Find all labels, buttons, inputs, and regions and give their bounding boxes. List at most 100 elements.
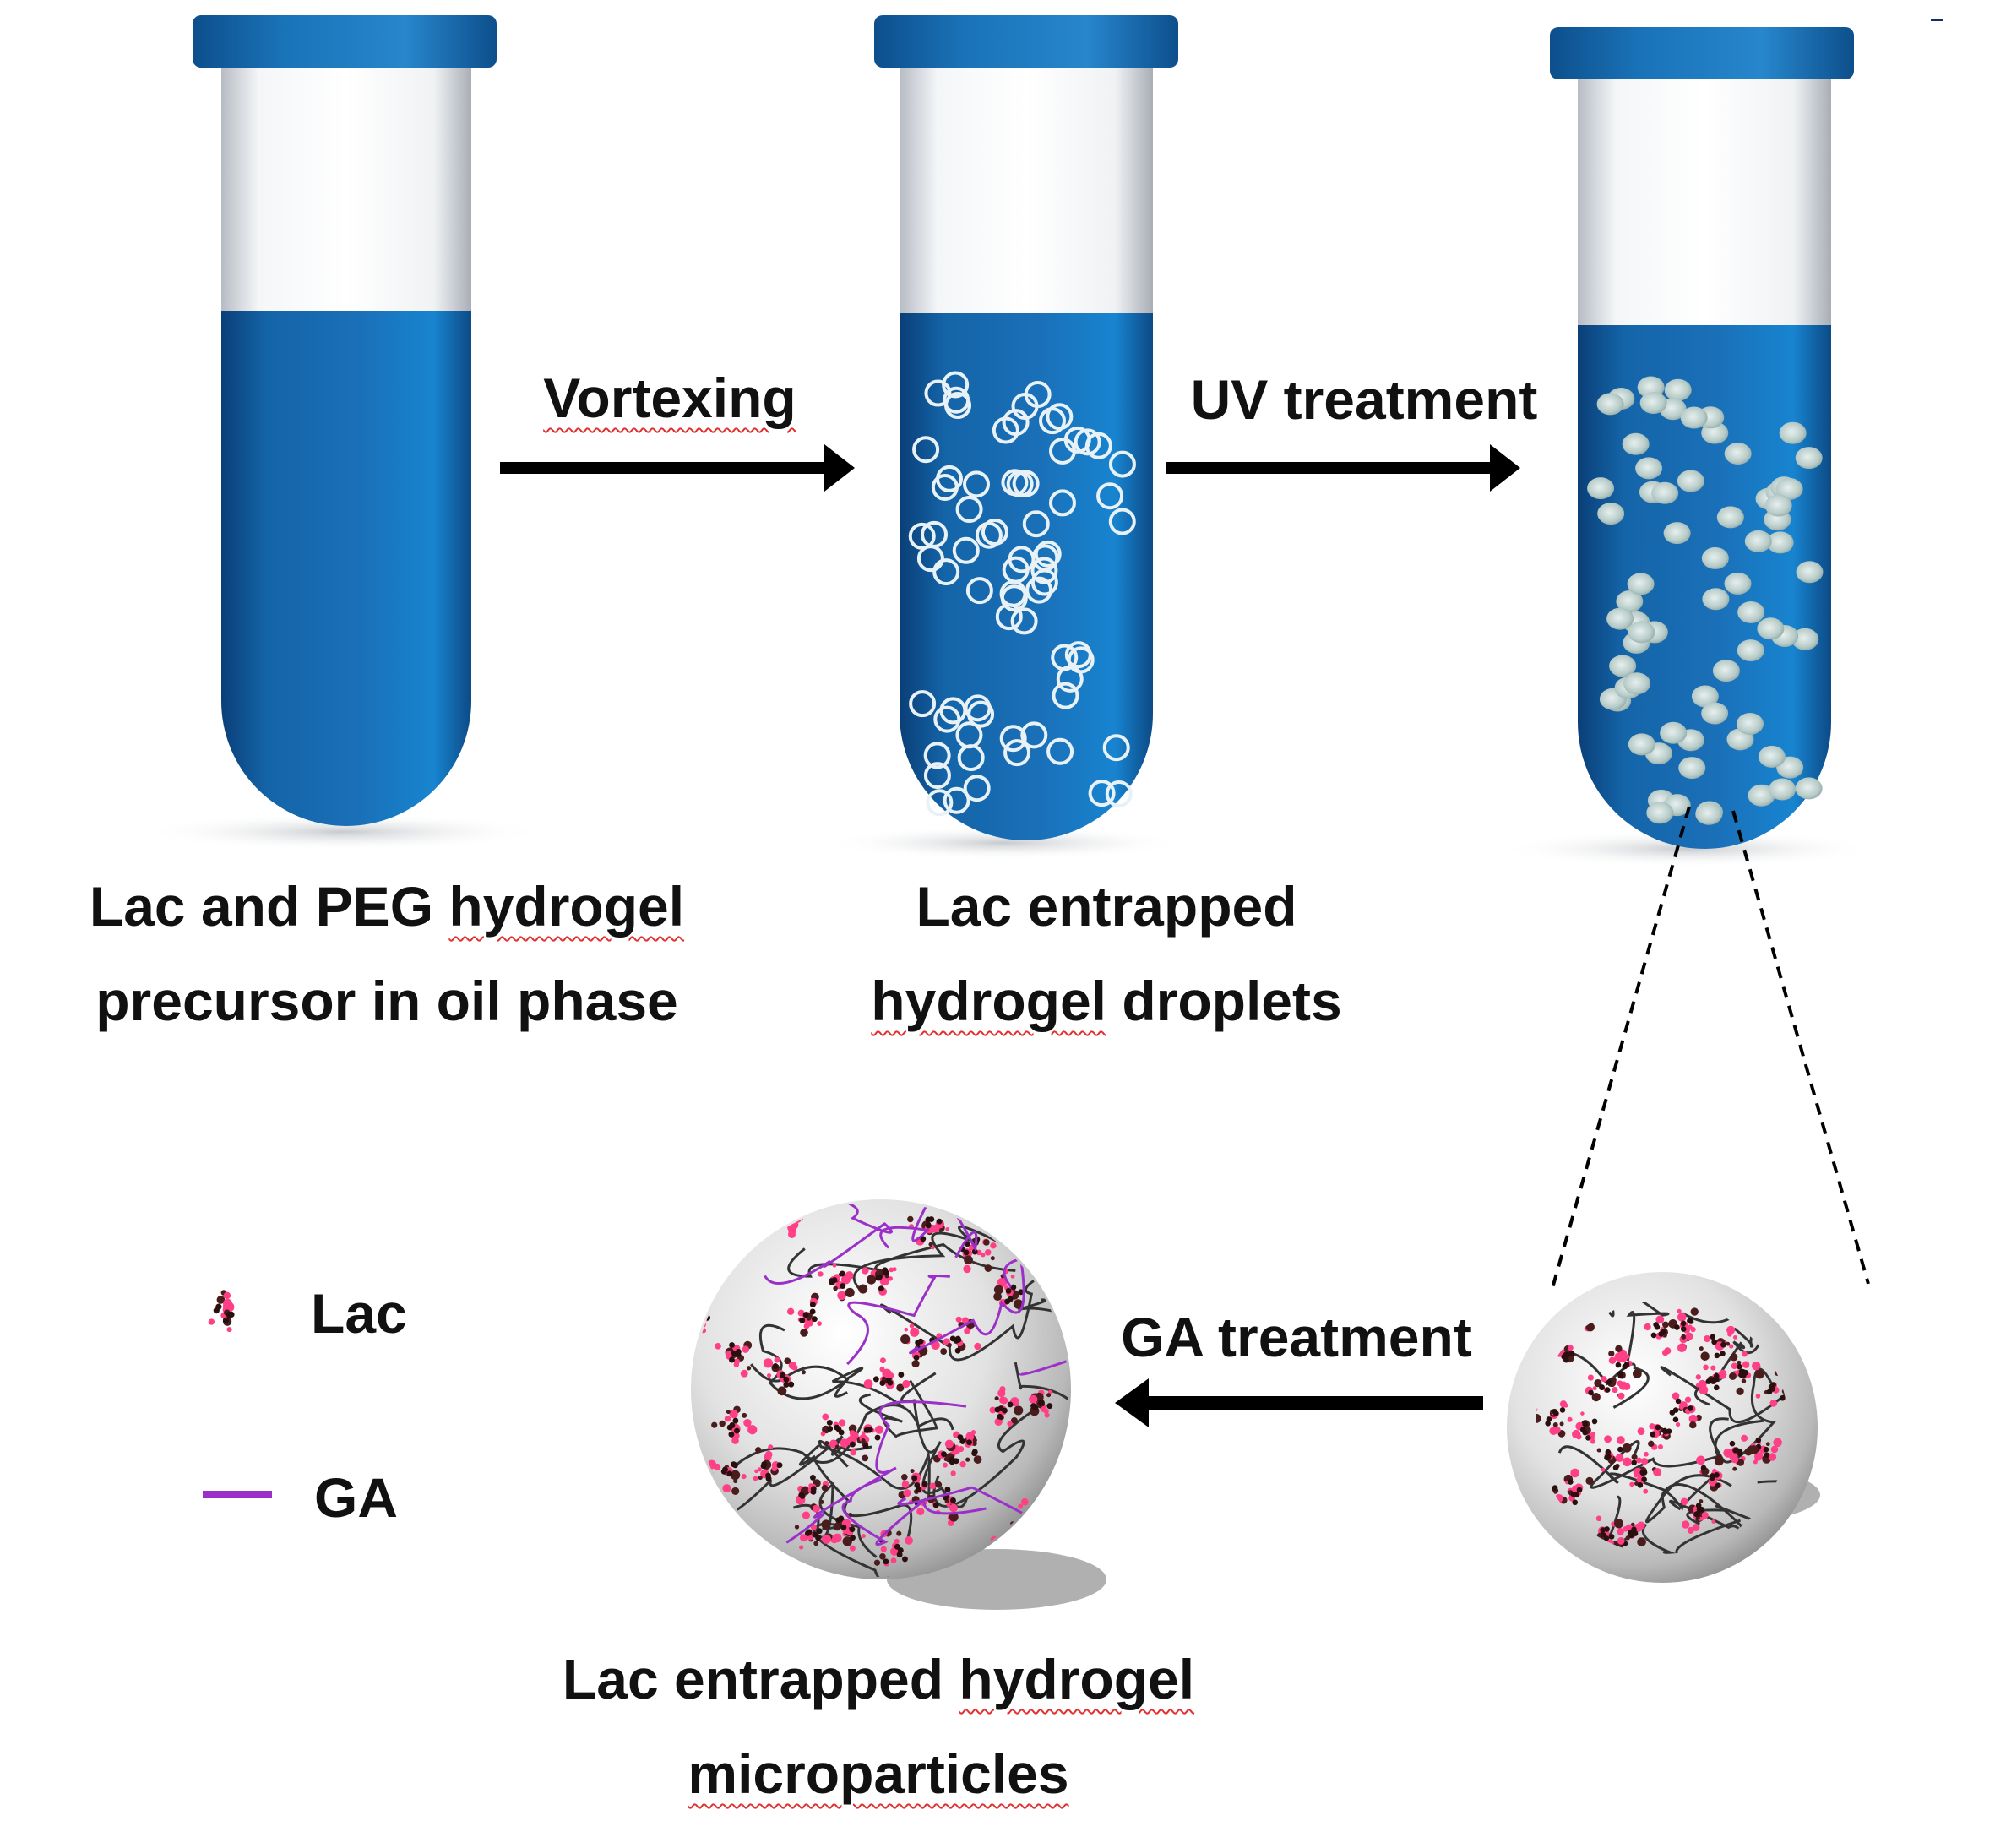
cured-droplet — [1606, 607, 1634, 630]
cured-droplet — [1702, 588, 1730, 611]
corner-mark — [1931, 19, 1943, 21]
cured-droplet — [1712, 660, 1740, 682]
tube-glass — [900, 63, 1153, 334]
droplet — [963, 775, 991, 802]
cured-droplet — [1663, 522, 1691, 545]
cured-droplet — [1628, 621, 1655, 644]
droplet — [909, 690, 937, 718]
cured-droplet — [1664, 378, 1692, 401]
cured-droplet — [1587, 477, 1615, 500]
cured-droplet — [1623, 672, 1651, 695]
tube-droplets — [822, 15, 1185, 860]
cured-droplet — [1769, 778, 1797, 801]
droplet — [1102, 734, 1130, 762]
caption-precursor: Lac and PEG hydrogel precursor in oil ph… — [89, 875, 685, 1032]
step-label-ga: GA treatment — [1121, 1306, 1472, 1368]
droplet — [912, 436, 940, 464]
cured-droplet-group — [1587, 376, 1824, 825]
cured-droplet — [1796, 561, 1824, 584]
cured-droplet — [1775, 477, 1803, 500]
tube-glass — [1578, 68, 1831, 338]
droplet — [1030, 568, 1058, 596]
cured-droplet — [1757, 617, 1785, 640]
cured-droplet — [1660, 721, 1688, 744]
cured-droplet — [1627, 573, 1655, 595]
droplet — [943, 386, 970, 414]
droplet — [1064, 641, 1092, 669]
cured-droplet — [1795, 447, 1823, 470]
cured-droplet — [1695, 802, 1723, 825]
droplet — [964, 694, 992, 722]
tube-cap — [193, 15, 497, 68]
droplet — [1096, 482, 1124, 510]
cured-droplet — [1646, 802, 1674, 824]
droplet — [1052, 682, 1079, 709]
tube-precursor — [140, 15, 546, 851]
cured-droplet — [1737, 601, 1765, 624]
droplet — [908, 522, 936, 550]
cured-droplet — [1616, 590, 1644, 613]
cured-droplet — [1791, 628, 1819, 650]
droplet — [926, 789, 954, 817]
cured-droplet — [1635, 457, 1663, 480]
cured-droplet — [1628, 733, 1655, 756]
tube-liquid — [221, 311, 471, 826]
droplet — [933, 705, 961, 733]
droplet — [932, 558, 960, 586]
droplet — [963, 470, 991, 498]
droplet — [1034, 540, 1062, 568]
droplet — [1108, 450, 1136, 478]
droplet — [1074, 428, 1101, 456]
droplet — [923, 742, 951, 769]
droplet — [942, 371, 970, 399]
droplet — [1010, 607, 1038, 635]
cured-droplet — [1724, 572, 1752, 595]
droplet — [921, 520, 949, 548]
droplet — [999, 725, 1027, 753]
arrow-vortexing — [500, 444, 855, 492]
droplet — [1084, 432, 1112, 459]
droplet — [1006, 470, 1034, 498]
legend-label-ga: GA — [314, 1466, 398, 1529]
tube-shadow — [140, 813, 546, 851]
cured-droplet — [1596, 393, 1624, 416]
legend-label-lac: Lac — [311, 1282, 407, 1345]
tube-shadow — [822, 826, 1185, 860]
droplet — [943, 786, 970, 814]
cured-droplet — [1677, 470, 1704, 492]
tube-cured — [1498, 27, 1878, 867]
cured-droplet — [1758, 745, 1786, 768]
zoom-line-left — [1551, 806, 1691, 1289]
arrow-ga — [1115, 1378, 1483, 1427]
cured-droplet — [1748, 784, 1775, 807]
ga-legend-icon — [203, 1491, 272, 1498]
zoom-line-right — [1731, 810, 1870, 1285]
cured-droplet — [1716, 506, 1744, 529]
cured-droplet — [1609, 655, 1637, 677]
tube-shadow — [1498, 830, 1878, 867]
droplet — [955, 721, 983, 749]
cured-droplet — [1651, 481, 1679, 504]
tube-liquid — [1578, 325, 1831, 849]
cured-droplet — [1744, 530, 1772, 552]
droplet — [1011, 393, 1039, 421]
cured-droplet — [1678, 757, 1706, 780]
droplet — [965, 577, 993, 605]
arrow-uv — [1166, 444, 1520, 492]
caption-microparticles: Lac entrapped hydrogel microparticles — [562, 1648, 1195, 1805]
cured-droplet — [1680, 406, 1708, 429]
droplet — [1022, 510, 1050, 538]
tube-cap — [1550, 27, 1854, 79]
cured-droplet — [1622, 432, 1650, 455]
caption-droplets: Lac entrapped hydrogel droplets — [871, 875, 1342, 1032]
droplet — [1048, 489, 1076, 517]
tube-cap — [874, 15, 1178, 68]
droplet — [1008, 546, 1036, 573]
droplet — [952, 536, 980, 564]
droplet — [1039, 407, 1067, 435]
hydrogel-particle-uv — [1507, 1272, 1820, 1583]
droplet — [1108, 508, 1136, 535]
tube-glass — [221, 63, 471, 334]
cured-droplet — [1737, 639, 1764, 662]
